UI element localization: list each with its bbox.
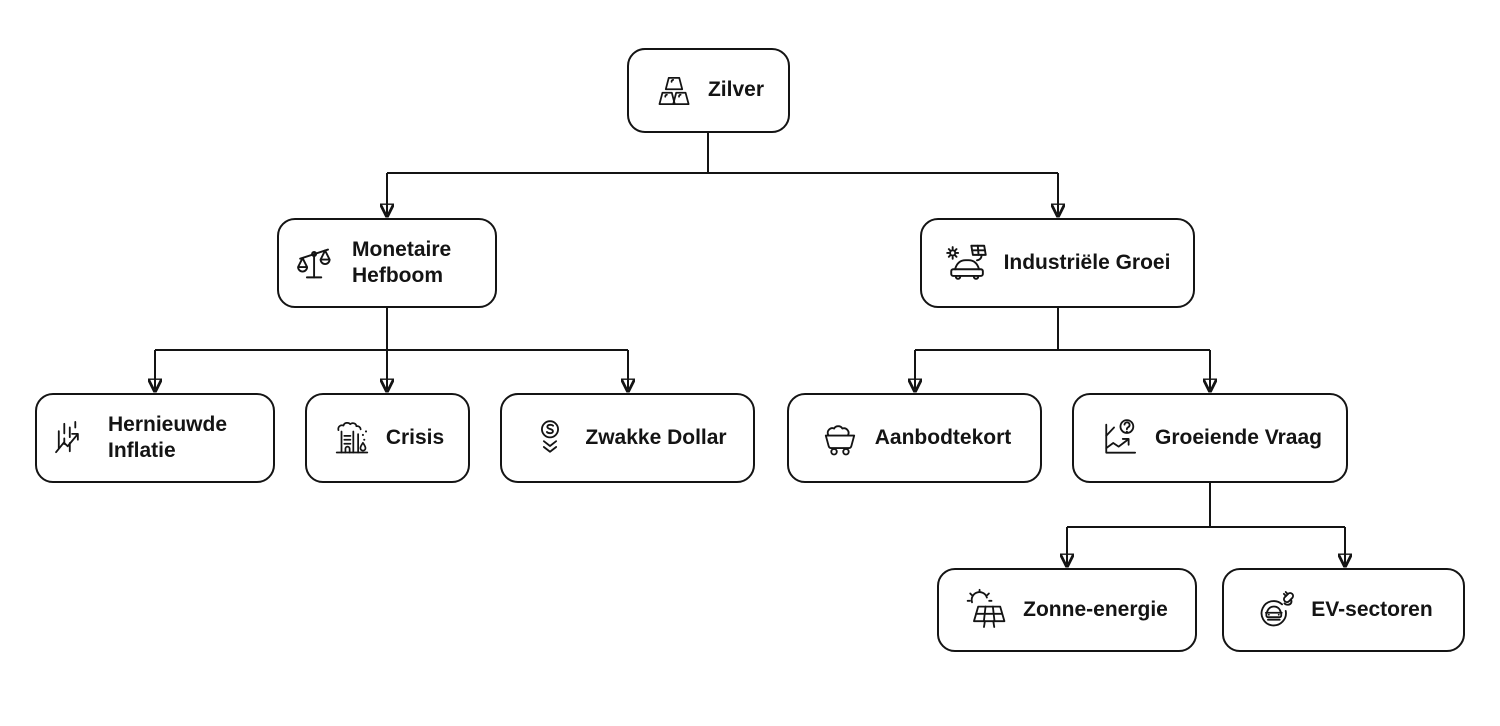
chart-question-icon <box>1105 419 1137 454</box>
node-label: Crisis <box>385 425 445 449</box>
silver-ingots-icon <box>658 76 690 105</box>
node-ev-sectoren: EV-sectoren <box>1222 568 1465 652</box>
dollar-circle-down-icon <box>541 420 560 453</box>
car-solar-sun-icon <box>945 244 987 280</box>
node-label: Zonne-energie <box>1023 597 1168 621</box>
node-hernieuwde-inflatie: Hernieuwde Inflatie <box>35 393 275 483</box>
node-label: Industriële Groei <box>1003 250 1171 274</box>
node-label: Zwakke Dollar <box>585 425 727 449</box>
building-smoke-icon <box>335 421 368 454</box>
node-zonne-energie: Zonne-energie <box>937 568 1197 652</box>
node-label: Aanbodtekort <box>874 425 1012 449</box>
node-crisis: Crisis <box>305 393 470 483</box>
node-label: Zilver <box>707 78 765 102</box>
node-aanbodtekort: Aanbodtekort <box>787 393 1042 483</box>
mine-cart-icon <box>824 425 855 456</box>
node-zwakke-dollar: Zwakke Dollar <box>500 393 755 483</box>
chart-bars-rising-arrow-icon <box>55 421 79 454</box>
node-label: EV-sectoren <box>1311 597 1433 621</box>
solar-panel-sun-icon <box>966 588 1006 628</box>
node-monetaire-hefboom: Monetaire Hefboom <box>277 218 497 308</box>
ev-car-plug-icon <box>1260 591 1295 627</box>
node-label: Monetaire Hefboom <box>352 237 452 287</box>
node-groeiende-vraag: Groeiende Vraag <box>1072 393 1348 483</box>
node-label: Hernieuwde Inflatie <box>108 412 228 462</box>
node-industriele-groei: Industriële Groei <box>920 218 1195 308</box>
balance-scale-icon <box>297 248 331 279</box>
node-label: Groeiende Vraag <box>1155 425 1322 449</box>
node-zilver: Zilver <box>627 48 790 133</box>
